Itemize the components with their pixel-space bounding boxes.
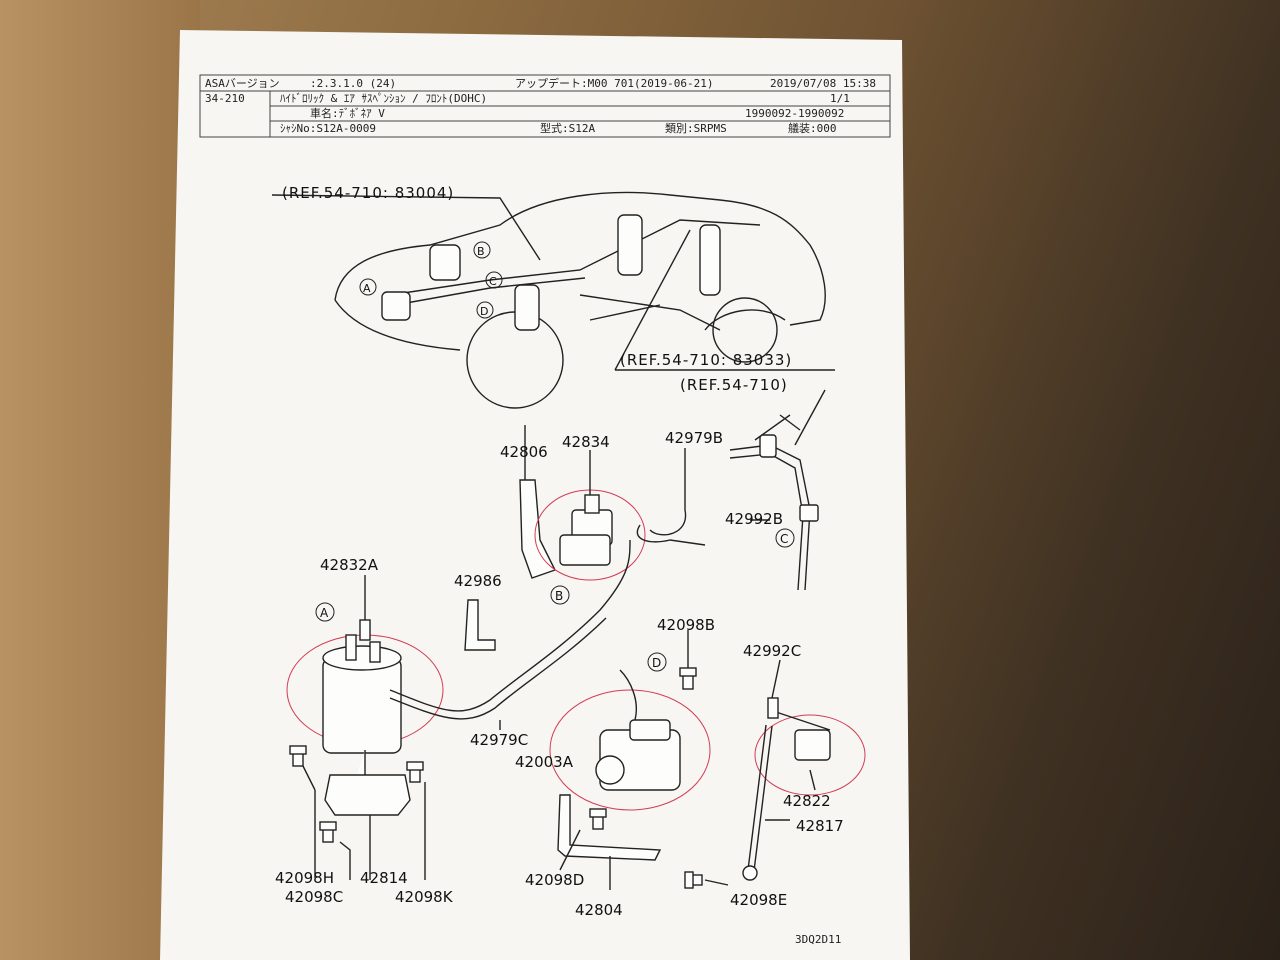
svg-text:A: A bbox=[320, 606, 329, 620]
part-label-42804: 42804 bbox=[575, 901, 623, 919]
svg-text:A: A bbox=[363, 282, 371, 295]
svg-text:C: C bbox=[780, 532, 788, 546]
print-datetime: 2019/07/08 15:38 bbox=[770, 77, 876, 90]
model-type: 型式:S12A bbox=[540, 121, 595, 135]
bolt-42098B bbox=[679, 667, 697, 690]
part-label-42979B: 42979B bbox=[665, 429, 723, 447]
bolt-42098K bbox=[406, 761, 424, 783]
part-label-42822: 42822 bbox=[783, 792, 831, 810]
part-label-42992B: 42992B bbox=[725, 510, 783, 528]
sensor-42822 bbox=[754, 697, 866, 796]
bracket-42806 bbox=[519, 479, 556, 579]
version-value: :2.3.1.0 (24) bbox=[310, 77, 396, 90]
part-label-42098D: 42098D bbox=[525, 871, 584, 889]
part-label-42834: 42834 bbox=[562, 433, 610, 451]
header-table: ASAバージョン :2.3.1.0 (24) アップデート:M00 701(20… bbox=[199, 74, 891, 138]
part-label-42003A: 42003A bbox=[515, 753, 574, 771]
valve-42834 bbox=[534, 489, 646, 581]
car-marker-b: B bbox=[473, 241, 491, 259]
car-marker-c: C bbox=[485, 271, 503, 289]
version-label: ASAバージョン bbox=[205, 77, 280, 90]
parts-diagram: ASAバージョン :2.3.1.0 (24) アップデート:M00 701(20… bbox=[199, 74, 891, 946]
parts-sheet: ASAバージョン :2.3.1.0 (24) アップデート:M00 701(20… bbox=[160, 30, 910, 960]
chassis-number: ｼｬｼNo:S12A-0009 bbox=[280, 122, 376, 135]
svg-text:B: B bbox=[477, 245, 485, 258]
update-info: アップデート:M00 701(2019-06-21) bbox=[515, 76, 713, 90]
part-label-42992C: 42992C bbox=[743, 642, 801, 660]
part-label-42098E: 42098E bbox=[730, 891, 787, 909]
bracket-42814 bbox=[324, 774, 411, 816]
car-overview bbox=[271, 191, 835, 446]
svg-text:D: D bbox=[480, 305, 488, 318]
air-tank-42832A bbox=[286, 619, 444, 781]
part-label-42806: 42806 bbox=[500, 443, 548, 461]
car-marker-d: D bbox=[476, 301, 494, 319]
part-label-42986: 42986 bbox=[454, 572, 502, 590]
ref-label-1: (REF.54-710: 83004) bbox=[282, 184, 454, 202]
section-number: 34-210 bbox=[205, 92, 245, 105]
part-label-42979C: 42979C bbox=[470, 731, 528, 749]
ref-label-3: (REF.54-710) bbox=[680, 376, 788, 394]
trim-code: 艤装:000 bbox=[788, 121, 837, 135]
bolt-42098C bbox=[319, 821, 337, 843]
svg-text:B: B bbox=[555, 589, 563, 603]
vehicle-model: 車名:ﾃﾞﾎﾞﾈｱ V bbox=[310, 106, 385, 120]
diagram-code: 3DQ2D11 bbox=[795, 933, 841, 946]
bolt-42098E bbox=[684, 871, 703, 889]
category: 類別:SRPMS bbox=[665, 122, 727, 135]
harness-42979C bbox=[389, 539, 631, 712]
detail-marker-b: B bbox=[550, 585, 570, 605]
page-number: 1/1 bbox=[830, 92, 850, 105]
detail-marker-a: A bbox=[315, 602, 335, 622]
bracket-42804 bbox=[557, 794, 662, 861]
bolt-42098H bbox=[289, 745, 307, 767]
production-range: 1990092-1990092 bbox=[745, 107, 844, 120]
bolt-42098D bbox=[589, 808, 607, 830]
harness-42979B bbox=[636, 448, 706, 546]
bracket-42986 bbox=[464, 599, 496, 651]
part-label-42098H: 42098H bbox=[275, 869, 334, 887]
ref-label-2: (REF.54-710: 83033) bbox=[620, 351, 792, 369]
section-title: ﾊｲﾄﾞﾛﾘｯｸ & ｴｱ ｻｽﾍﾟﾝｼｮﾝ / ﾌﾛﾝﾄ(DOHC) bbox=[280, 92, 487, 105]
svg-text:C: C bbox=[489, 275, 497, 288]
part-label-42098C: 42098C bbox=[285, 888, 343, 906]
part-label-42832A: 42832A bbox=[320, 556, 379, 574]
part-label-42817: 42817 bbox=[796, 817, 844, 835]
svg-text:D: D bbox=[652, 656, 661, 670]
part-label-42814: 42814 bbox=[360, 869, 408, 887]
detail-marker-c: C bbox=[775, 528, 795, 548]
part-label-42098K: 42098K bbox=[395, 888, 454, 906]
car-marker-a: A bbox=[359, 278, 377, 296]
link-rod-42817 bbox=[742, 724, 773, 881]
pipe-assembly-c bbox=[729, 434, 819, 591]
detail-marker-d: D bbox=[647, 652, 667, 672]
compressor-42003A bbox=[549, 669, 711, 811]
part-label-42098B: 42098B bbox=[657, 616, 715, 634]
